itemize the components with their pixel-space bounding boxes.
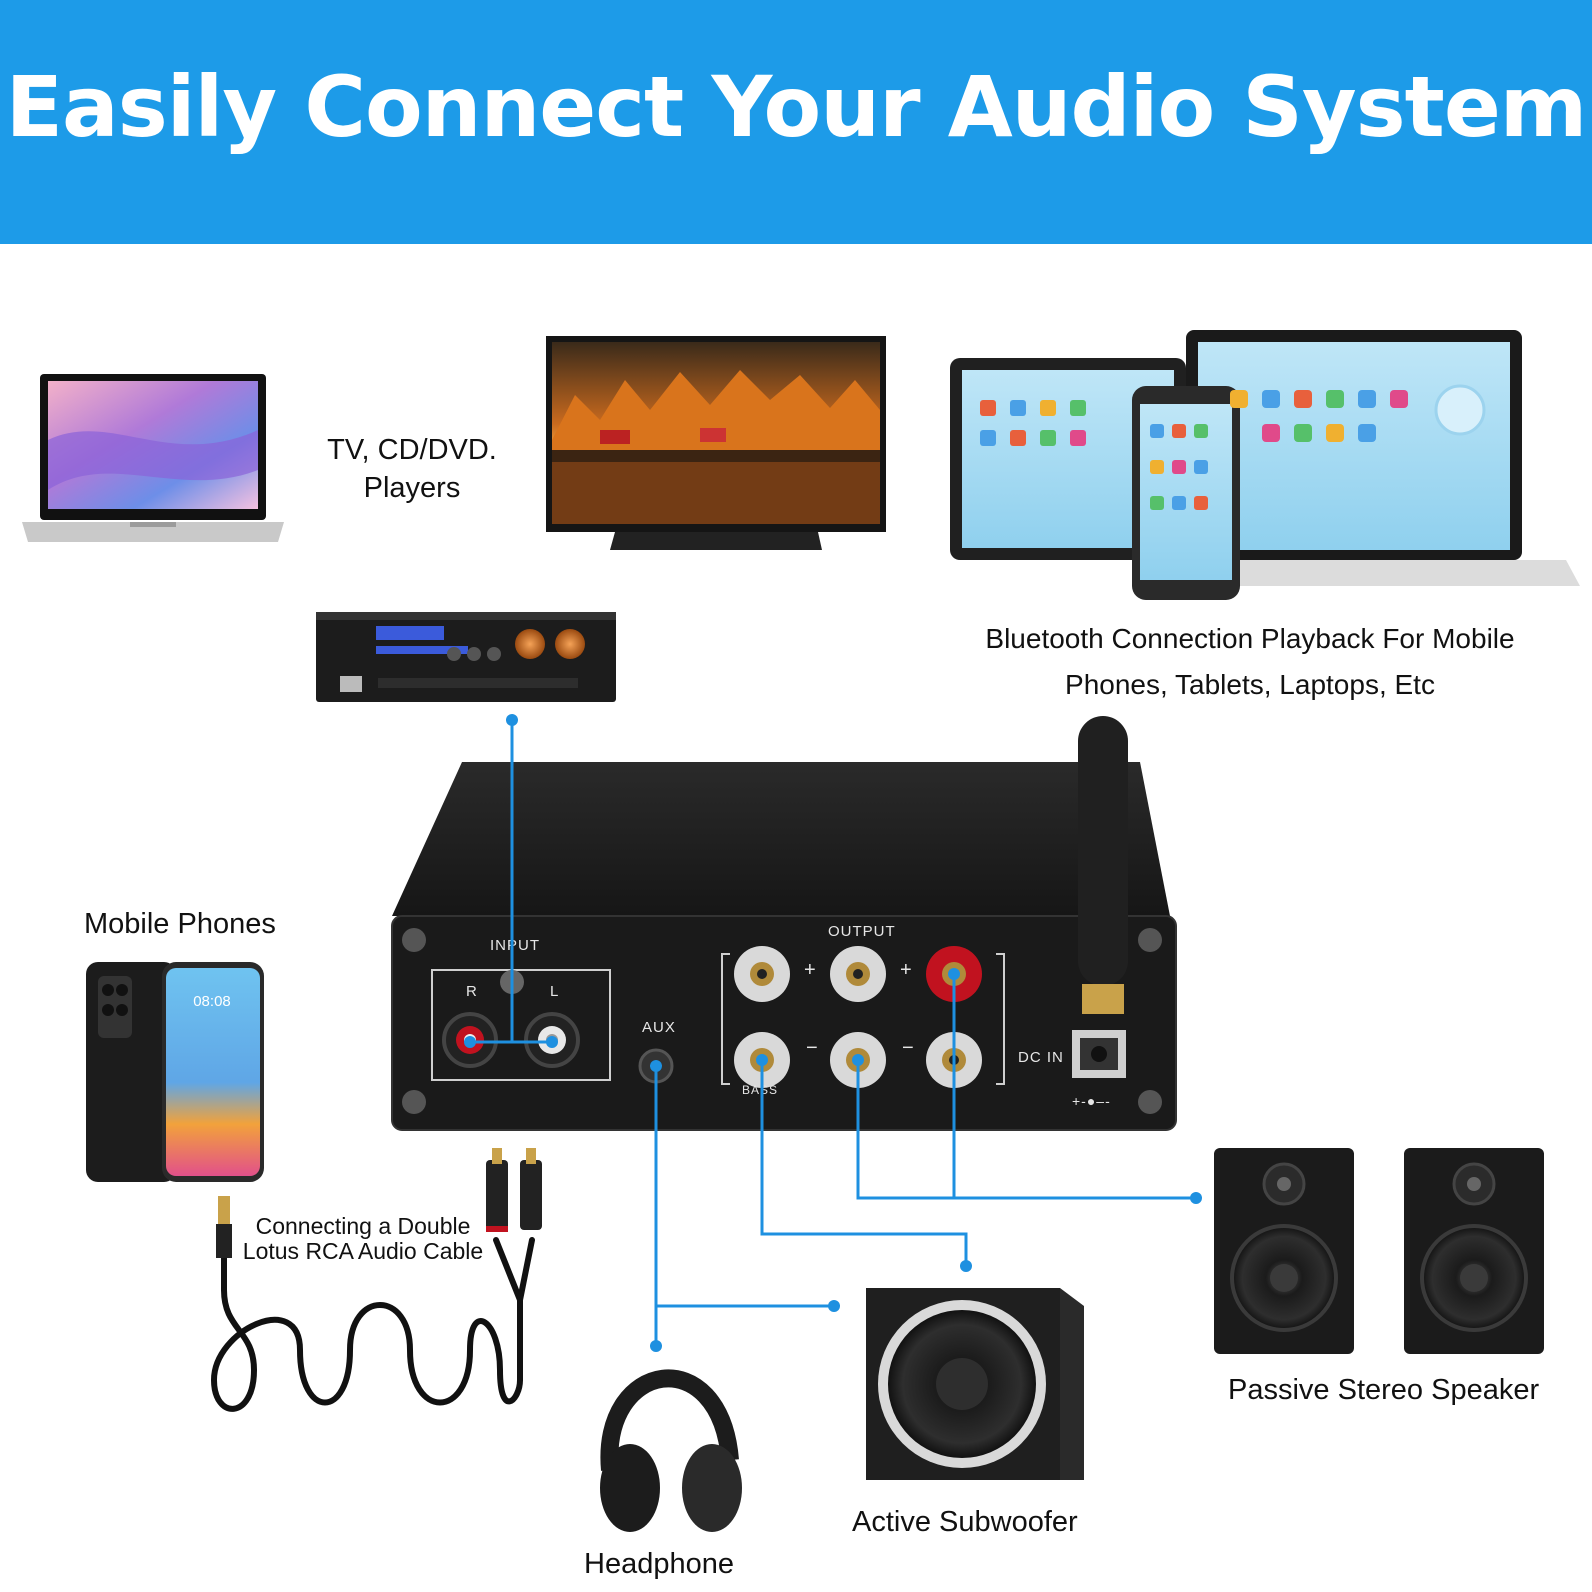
connection-lines [470,720,1196,1346]
subwoofer-label: Active Subwoofer [852,1506,1078,1538]
cable-text: Connecting a Double Lotus RCA Audio Cabl… [242,1213,484,1265]
bluetooth-text: Bluetooth Connection Playback For Mobile… [985,623,1515,700]
headphone-label: Headphone [584,1548,734,1580]
bass-line [760,1060,968,1266]
tv-players-text: TV, CD/DVD. Players [327,434,497,504]
title-banner: Easily Connect Your Audio System [0,0,1592,244]
dc-in-label: DC IN [1018,1049,1064,1066]
laptop-image [22,374,284,542]
passive-speakers-image [1214,1148,1544,1354]
passive-speaker-label: Passive Stereo Speaker [1228,1374,1540,1406]
devices-image [950,330,1580,600]
polarity-label: +-●–- [1072,1093,1111,1109]
aux-label: AUX [642,1019,676,1036]
bluetooth-label: Bluetooth Connection Playback For Mobile… [960,616,1540,708]
subwoofer-image [866,1288,1084,1480]
plus-label-2: + [900,959,913,981]
tv-image [546,336,886,550]
cable-label: Connecting a Double Lotus RCA Audio Cabl… [236,1213,490,1265]
tv-players-label: TV, CD/DVD. Players [322,432,502,507]
input-l-label: L [550,983,559,1000]
phone-time: 08:08 [193,993,231,1010]
amplifier-image [391,716,1177,1131]
output-line [856,1060,1196,1200]
av-receiver-image [316,612,616,702]
input-r-label: R [466,983,478,1000]
output-label: OUTPUT [828,923,896,940]
plus-label-1: + [804,959,817,981]
minus-label-1: − [806,1037,819,1059]
connection-dots [464,714,1202,1352]
rca-plugs-image [216,1148,542,1258]
mobile-phones-label: Mobile Phones [84,908,276,940]
input-label: INPUT [490,937,540,954]
mobile-phones-image: 08:08 [86,962,264,1182]
page-title: Easily Connect Your Audio System [5,58,1588,156]
minus-label-2: − [902,1037,915,1059]
headphone-image [600,1369,742,1532]
bass-label: BASS [742,1083,778,1097]
